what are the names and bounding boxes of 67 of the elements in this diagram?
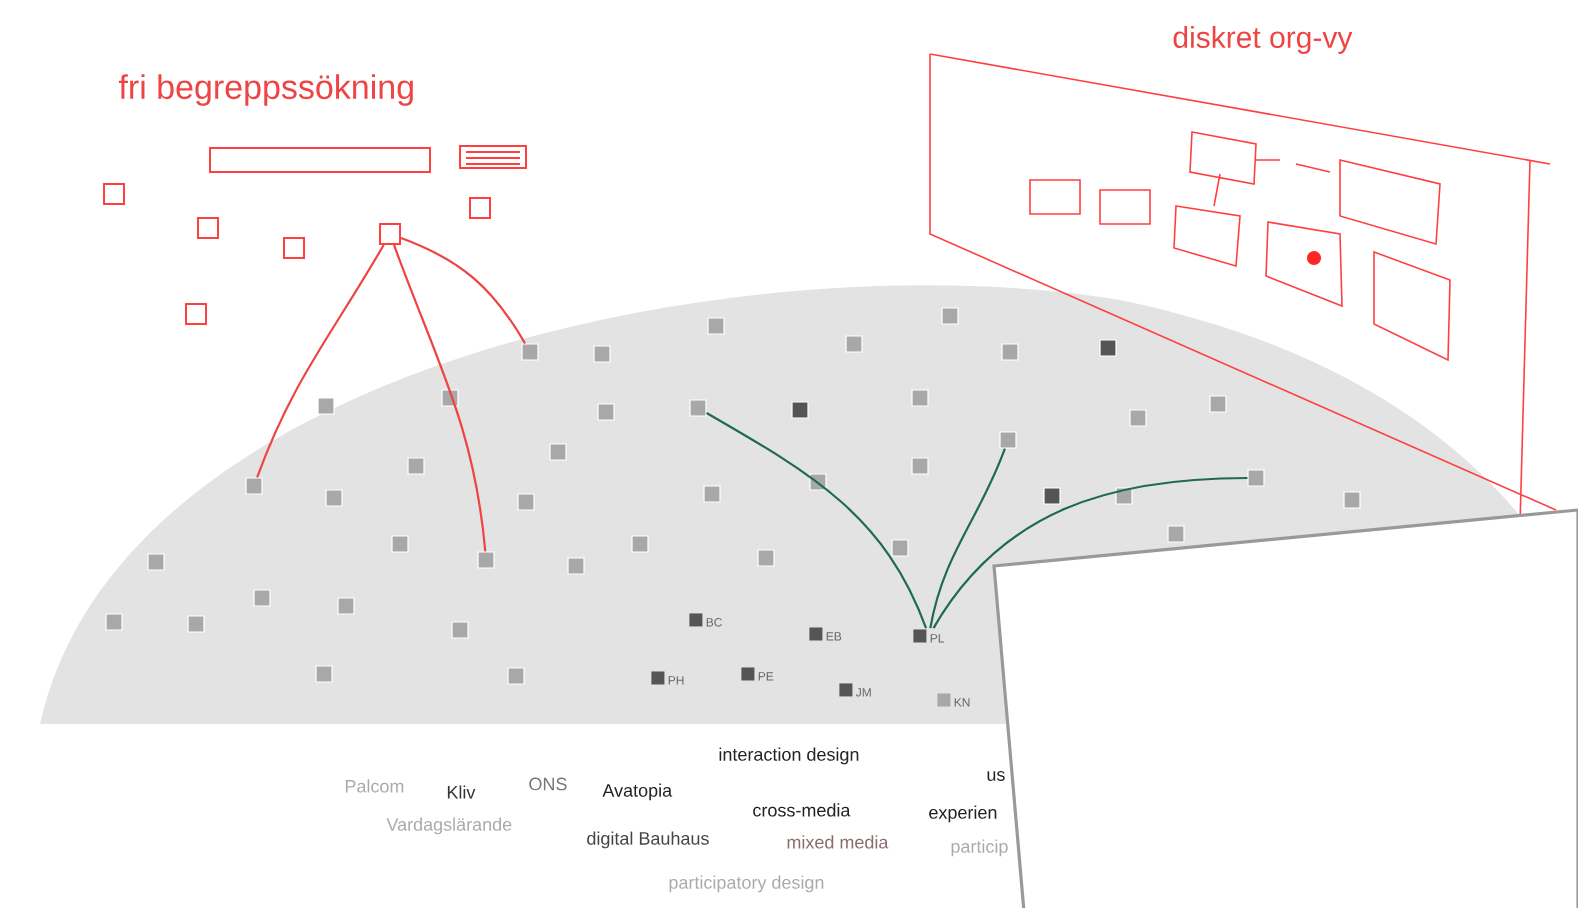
connector: [393, 244, 487, 552]
square: [1167, 525, 1185, 543]
square: [407, 457, 425, 475]
square: [105, 613, 123, 631]
square: [391, 535, 409, 553]
keyword: digital Bauhaus: [587, 831, 709, 849]
square: [757, 549, 775, 567]
square: [1247, 469, 1265, 487]
square: [147, 553, 165, 571]
square: [187, 615, 205, 633]
square: [941, 307, 959, 325]
keyword: participatory design: [669, 875, 824, 893]
keyword: mixed media: [787, 835, 889, 849]
square: [707, 317, 725, 335]
keyword: Palcom: [345, 779, 404, 793]
keyword: cross-media: [753, 803, 851, 817]
connector: [400, 236, 526, 344]
square: [549, 443, 567, 461]
connector: [256, 244, 385, 478]
keyword: Avatopia: [602, 783, 673, 801]
square: [1001, 343, 1019, 361]
sketch-square: [197, 217, 219, 239]
sketch-square: [185, 303, 207, 325]
connector: [929, 448, 1006, 629]
square: [317, 397, 335, 415]
square: [1099, 339, 1117, 357]
square: [567, 557, 585, 575]
square: [1043, 487, 1061, 505]
square: [593, 345, 611, 363]
square: [597, 403, 615, 421]
square: [845, 335, 863, 353]
square: [325, 489, 343, 507]
keyword: experien: [929, 805, 997, 823]
square: [253, 589, 271, 607]
square: [689, 399, 707, 417]
square: [315, 665, 333, 683]
sketch-square: [103, 183, 125, 205]
square: [245, 477, 263, 495]
square: [1209, 395, 1227, 413]
connector: [932, 476, 1248, 629]
square: [517, 493, 535, 511]
square: [999, 431, 1017, 449]
keyword: Vardagslärande: [386, 817, 512, 835]
sketch-square: [283, 237, 305, 259]
square: [703, 485, 721, 503]
square: [1343, 491, 1361, 509]
heading: diskret org-vy: [1173, 26, 1353, 54]
keyword: Kliv: [447, 785, 476, 799]
square: [337, 597, 355, 615]
square: [451, 621, 469, 639]
square: [521, 343, 539, 361]
square: [477, 551, 495, 569]
square: [507, 667, 525, 685]
square: [891, 539, 909, 557]
keyword: us: [987, 771, 1005, 781]
square: [791, 401, 809, 419]
connector: [706, 412, 928, 629]
square: [1129, 409, 1147, 427]
keyword: interaction design: [719, 747, 859, 765]
keyword: ONS: [529, 777, 567, 791]
heading: fri begreppssökning: [118, 74, 413, 106]
sketch-square: [469, 197, 491, 219]
square: [631, 535, 649, 553]
keyword: particip: [951, 839, 1008, 857]
square: [911, 457, 929, 475]
square: [911, 389, 929, 407]
sketch-square: [379, 223, 401, 245]
